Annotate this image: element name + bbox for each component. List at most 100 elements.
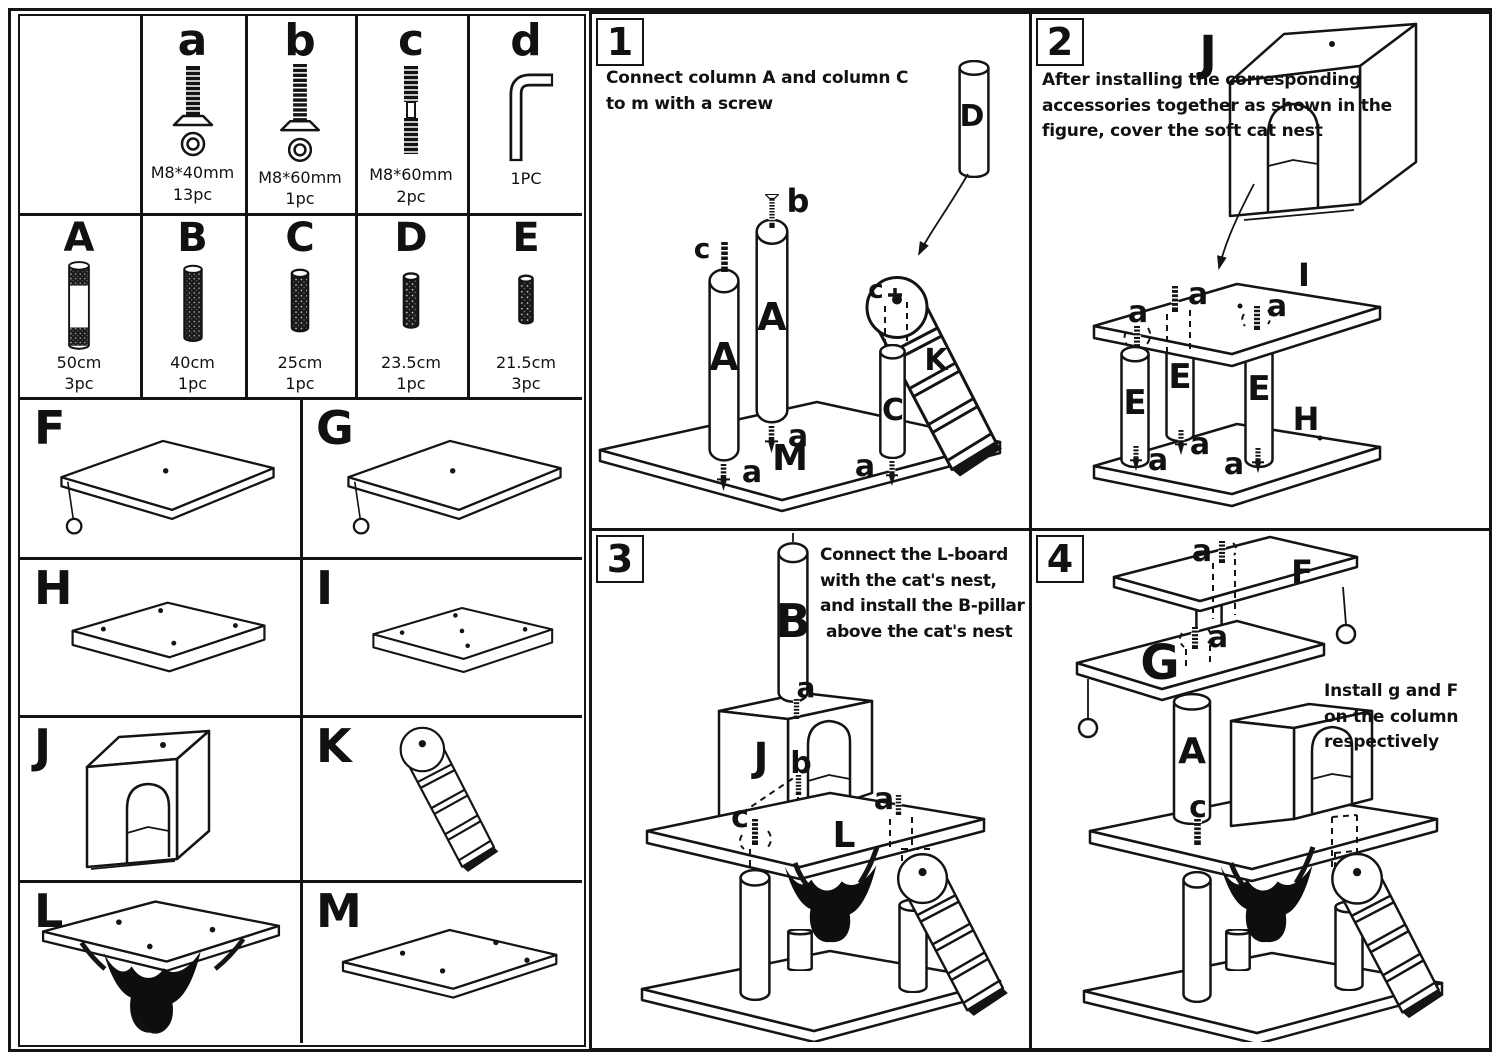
label-c-top: c (694, 232, 711, 265)
step-2-number-box: 2 (1036, 18, 1084, 66)
post-column-icon (290, 268, 310, 333)
step-2-panel: J I H E E E a a a a a a 2 After installi… (1029, 11, 1492, 531)
label-A: A (1178, 731, 1206, 772)
part-label-I: I (316, 561, 334, 615)
step-3-line: Connect the L-board (820, 545, 1008, 565)
step-3-number: 3 (606, 537, 634, 581)
step-2-number: 2 (1046, 20, 1074, 64)
part-cell-ladder-K: K (302, 717, 583, 878)
step-1-line: Connect column A and column C (606, 68, 909, 88)
cat-house-icon (85, 729, 211, 870)
label-L: L (833, 815, 856, 856)
post-column-icon (518, 274, 534, 325)
step-4-diagram: a F G a A c (1075, 534, 1446, 1042)
post-column-icon (182, 264, 203, 343)
label-F: F (1291, 553, 1313, 591)
part-cell-column-E: E 21.5cm 3pc (469, 217, 583, 395)
screw-with-washer-icon (172, 66, 213, 157)
part-spec-c: M8*60mm 2pc (369, 164, 453, 207)
step-4-line: on the column (1324, 706, 1459, 727)
label-a-g: a (1208, 620, 1228, 655)
board-with-holes-icon (71, 601, 266, 673)
double-threaded-stud-icon (402, 66, 420, 155)
step-3-instruction: Connect the L-board with the cat's nest,… (820, 543, 1025, 645)
part-spec-c-size: M8*60mm (369, 165, 453, 185)
part-spec-A-qty: 3pc (64, 374, 94, 394)
screw-a-f (1203, 541, 1238, 619)
flat-board-icon (341, 928, 558, 999)
part-spec-A-size: 50cm (56, 352, 102, 372)
part-spec-C-qty: 1pc (285, 374, 315, 394)
part-label-b: b (284, 15, 316, 66)
part-cell-screw-a: a M8*40mm 13pc (142, 15, 243, 210)
part-label-G: G (316, 401, 354, 455)
label-E1: E (1123, 383, 1146, 423)
step-2-line: figure, cover the soft cat nest (1042, 121, 1323, 141)
step-1-panel: D b c A A a a M c K C a 1 Connect column… (589, 11, 1032, 531)
part-cell-board-G: G (302, 399, 583, 555)
step-1-number-box: 1 (596, 18, 644, 66)
part-cell-column-A: A 50cm 3pc (20, 217, 138, 395)
part-spec-E-size: 21.5cm (495, 352, 556, 372)
part-cell-board-F: F (20, 399, 298, 555)
label-G: G (1140, 635, 1179, 691)
label-c: c (1189, 790, 1207, 825)
pointer-arrow (1217, 183, 1255, 270)
part-label-C: C (285, 215, 315, 261)
step-4-instruction: Install g and F on the column respective… (1324, 679, 1458, 756)
label-D: D (960, 99, 985, 134)
cat-house (1229, 702, 1374, 828)
table-grid-line (355, 14, 358, 397)
table-grid-line (300, 397, 303, 1043)
step-4-line: Install g and F (1324, 681, 1459, 701)
post-column-icon (402, 272, 420, 329)
part-spec-b-size: M8*60mm (258, 167, 342, 187)
part-spec-d-qty: 1PC (510, 169, 542, 189)
step-3-panel: B a J b c L a 3 Connect the L-board with… (589, 528, 1032, 1051)
diagram-labels: B a J b c L a (731, 594, 894, 856)
part-cell-column-B: B 40cm 1pc (142, 217, 243, 395)
part-spec-a: M8*40mm 13pc (151, 162, 235, 205)
step-2-line: After installing the corresponding (1042, 70, 1362, 90)
label-J: J (751, 735, 769, 781)
hammock (1220, 846, 1316, 943)
step-3-diagram: B a J b c L a (640, 533, 1010, 1042)
step-4-panel: a F G a A c 4 Install g and F on the col… (1029, 528, 1492, 1051)
part-label-F: F (34, 401, 66, 455)
part-label-a: a (177, 15, 208, 66)
part-cell-column-D: D 23.5cm 1pc (357, 217, 465, 395)
part-label-c: c (397, 15, 425, 66)
part-spec-B: 40cm 1pc (170, 352, 215, 395)
board-g (1075, 619, 1326, 739)
part-cell-screw-b: b M8*60mm 1pc (247, 15, 353, 210)
step-2-instruction: After installing the corresponding acces… (1042, 68, 1392, 145)
part-cell-board-M: M (302, 882, 583, 1043)
diagram-labels: a F G a A c (1140, 534, 1313, 825)
part-spec-b-qty: 1pc (285, 189, 315, 209)
part-label-B: B (177, 215, 208, 261)
label-a-f: a (1192, 534, 1212, 569)
part-cell-stud-c: c M8*60mm 2pc (357, 15, 465, 210)
part-cell-hammock-board-L: L (20, 882, 298, 1043)
part-spec-A: 50cm 3pc (57, 352, 102, 395)
top-board-i (1092, 282, 1382, 368)
diagram-labels: J I H E E E a a a a a a (1123, 26, 1319, 482)
part-spec-E: 21.5cm 3pc (496, 352, 556, 395)
step-1-number: 1 (606, 20, 634, 64)
label-a-right: a (874, 782, 894, 817)
part-cell-house-J: J (20, 717, 298, 878)
step-2-line: accessories together as shown in the (1042, 95, 1392, 116)
label-a-bot1: a (1148, 443, 1168, 478)
table-grid-line (18, 557, 582, 560)
step-1-diagram: D b c A A a a M c K C a (598, 60, 1004, 513)
label-b: b (790, 746, 811, 781)
label-c-ladder: c (868, 275, 883, 305)
allen-key-icon (509, 73, 554, 162)
label-a-bot3: a (1224, 447, 1244, 482)
part-spec-C-size: 25cm (277, 352, 323, 372)
part-label-A: A (63, 215, 95, 261)
part-spec-c-qty: 2pc (396, 186, 426, 206)
part-label-D: D (394, 215, 428, 261)
diagram-labels: D b c A A a a M c K C a (694, 99, 985, 490)
